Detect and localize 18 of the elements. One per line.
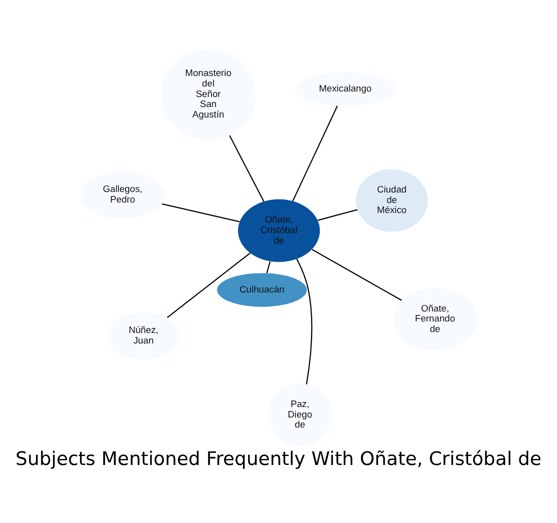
connector [292,106,338,202]
connector [318,209,358,221]
connector [166,252,251,318]
node-ellipse: Oñate, Cristóbal de [238,199,320,262]
connector [312,248,402,301]
node-ellipse: Gallegos, Pedro [80,171,165,219]
node-circle: Monasterio del Señor San Agustín [161,48,256,140]
node-ellipse: Ciudad de México [356,169,428,232]
node-ellipse: Culhuacán [217,273,307,307]
connector [229,135,264,202]
connector [296,258,312,384]
node-ellipse: Oñate, Fernando de [393,288,477,351]
node-ellipse: Núñez, Juan [108,312,180,360]
node-ellipse: Mexicalango [295,72,396,106]
diagram-title: Subjects Mentioned Frequently With Oñate, Cristóbal de [16,448,542,470]
connector [266,261,271,274]
node-circle: Paz, Diego de [268,384,332,446]
connector [162,203,240,222]
